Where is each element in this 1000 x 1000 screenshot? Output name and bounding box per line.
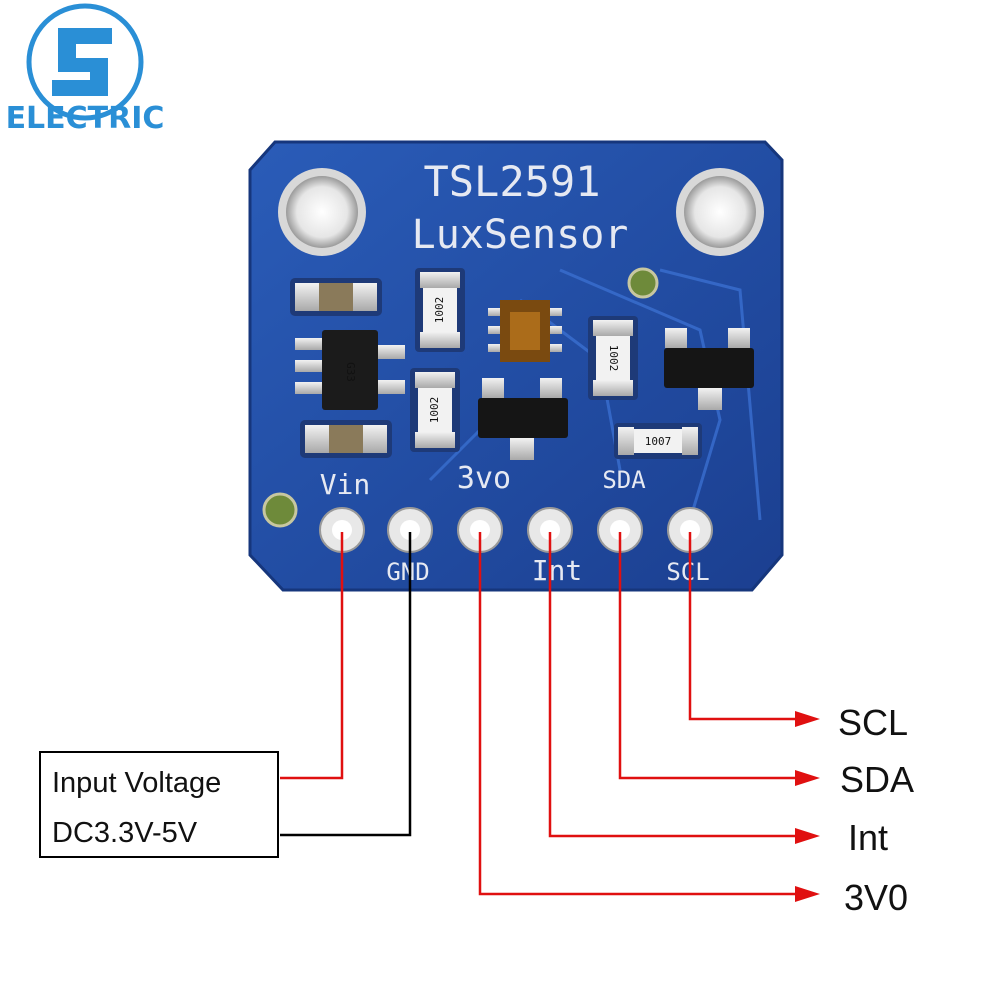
arrow-right-icon [795, 711, 820, 727]
pin-label-vin: Vin [320, 468, 371, 501]
wire-sda [618, 532, 800, 780]
resistor: 1007 [614, 423, 702, 459]
power-input-box: Input Voltage DC3.3V-5V [39, 751, 279, 858]
wire-gnd [280, 532, 412, 837]
arrow-right-icon [795, 828, 820, 844]
wires [280, 532, 800, 896]
output-label-sda: SDA [840, 759, 914, 800]
resistor: 1002 [588, 316, 638, 400]
logo-text: ELECTRIC [6, 101, 165, 136]
light-sensor-chip [488, 300, 562, 362]
power-label-line1: Input Voltage [52, 767, 221, 799]
pcb-board: TSL2591 LuxSensor G33 [248, 140, 784, 592]
svg-text:G33: G33 [344, 362, 357, 382]
wire-3vo [478, 532, 800, 896]
logo-ring [26, 3, 144, 121]
arrow-right-icon [795, 886, 820, 902]
header-pads [319, 507, 713, 553]
mosfet [478, 378, 568, 460]
capacitor [300, 420, 392, 458]
via [262, 492, 298, 528]
output-label-int: Int [848, 817, 888, 858]
svg-text:1007: 1007 [645, 435, 672, 448]
output-label-scl: SCL [838, 702, 908, 743]
mosfet [664, 328, 754, 410]
pin-label-sda: SDA [602, 466, 646, 494]
capacitor [290, 278, 382, 316]
output-label-3v0: 3V0 [844, 877, 908, 918]
via [627, 267, 659, 299]
arrowheads [795, 711, 820, 902]
board-title: TSL2591 [423, 157, 600, 206]
svg-text:1002: 1002 [433, 297, 446, 324]
pcb-outline [248, 140, 784, 592]
pin-label-gnd: GND [386, 558, 429, 586]
resistor: 1002 [410, 368, 460, 452]
board-subtitle: LuxSensor [412, 212, 629, 258]
arrow-right-icon [795, 770, 820, 786]
power-label-line2: DC3.3V-5V [52, 817, 198, 849]
wire-int [548, 532, 800, 838]
svg-text:1002: 1002 [607, 345, 620, 372]
pin-label-3vo: 3vo [457, 461, 511, 496]
svg-text:1002: 1002 [428, 397, 441, 424]
pin-label-int: Int [532, 554, 583, 587]
wire-vin [280, 532, 344, 780]
logo-mark-icon [52, 28, 112, 96]
wire-scl [688, 532, 800, 721]
pin-label-scl: SCL [666, 558, 709, 586]
voltage-regulator: G33 [295, 330, 405, 410]
brand-logo: ELECTRIC [6, 3, 165, 136]
resistor: 1002 [415, 268, 465, 352]
